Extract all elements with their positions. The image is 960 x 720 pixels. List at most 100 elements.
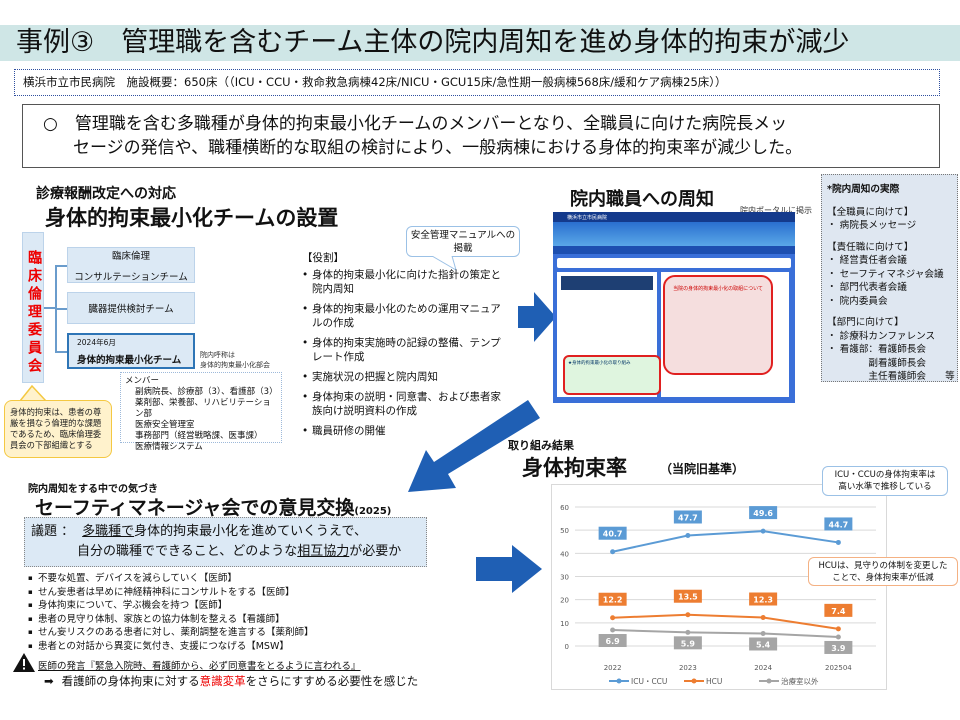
opinions-list: 不要な処置、デバイスを減らしていく【医師】 せん妄患者は早めに神経精神科にコンサ… [28,572,314,654]
conclusion-text: 看護師の身体拘束に対する [61,674,200,688]
warning-text: 医師の発言『緊急入院時、看護師から、必ず同意書をとるように言われる』 [38,661,361,672]
data-point [760,615,766,621]
legend-label: 治療室以外 [781,676,819,686]
team-subtitle: 診療報酬改定への対応 [36,186,176,202]
data-label-bg [598,592,627,606]
data-label: 7.4 [831,607,846,616]
portal-caption: 院内ポータルに掲示 [740,206,812,215]
callout-line: ことで、身体拘束率が低減 [832,573,934,583]
portal-topbar: 横浜市立市民病院 [553,212,795,222]
meeting-year: (2025) [354,506,392,517]
agenda-box: 議題 ：多職種で身体的拘束最小化を進めていくうえで、 自分の職種でできること、ど… [24,517,427,567]
practice-item: ・ 病院長メッセージ [827,220,917,231]
y-tick-label: 10 [560,620,569,628]
opinion-item: せん妄患者は早めに神経精神科にコンサルトをする【医師】 [28,586,314,600]
results-heading: 身体拘束率 [522,456,627,480]
data-label-bg [749,506,778,520]
data-label: 13.5 [678,593,698,602]
practice-item: ・ 看護部：看護師長会 [827,344,926,355]
data-label-bg [673,636,702,650]
member-item: 医療安全管理室 [135,420,195,430]
team-ethics-consultation: 臨床倫理 コンサルテーションチーム [67,247,195,283]
data-point [610,549,616,555]
data-point [685,629,691,635]
data-label-bg [749,592,778,606]
agenda-text: が必要か [349,544,402,559]
data-label: 6.9 [606,637,621,646]
connector [55,265,67,267]
data-label-bg [824,640,853,654]
data-point [685,612,691,618]
opinion-item: 患者の見守り体制、家族との協力体制を整える【看護師】 [28,613,314,627]
portal-banner [553,222,795,246]
connector [55,308,67,310]
data-label: 12.3 [753,596,773,605]
practice-item: ・ 院内委員会 [827,295,888,307]
y-tick-label: 50 [560,527,569,535]
data-label: 5.4 [756,640,771,649]
callout-line: ICU・CCUの身体拘束率は [834,470,936,480]
meeting-title: セーフティマネージャ会での意見交換 [35,497,355,519]
data-point [835,626,841,632]
callout-line: 安全管理マニュアルへの [410,230,516,241]
meeting-heading: セーフティマネージャ会での意見交換(2025) [35,493,391,520]
team-alias: 院内呼称は 身体的拘束最小化部会 [200,350,270,370]
opinion-item: せん妄リスクのある患者に対し、薬剤調整を進言する【薬剤師】 [28,626,314,640]
callout-pointer [20,385,47,402]
conclusion-emphasis: 意識変革 [199,674,246,688]
team-label: コンサルテーションチーム [74,271,188,283]
practice-item: 主任看護師会 等 [827,371,955,382]
ethics-committee-box: 臨床倫理委員会 [22,232,44,383]
opinion-item: 不要な処置、デバイスを減らしていく【医師】 [28,572,314,586]
ethics-note-bubble: 身体的拘束は、患者の尊厳を損なう倫理的な課題であるため、臨床倫理委員会の下部組織… [4,400,112,458]
summary-line-2: セージの発信や、職種横断的な取組の検討により、一般病棟における身体的拘束率が減少… [73,138,803,158]
data-point [835,539,841,545]
team-restraint-minimization: 2024年6月 身体的拘束最小化チーム [67,333,195,369]
y-tick-label: 20 [560,597,569,605]
results-basis: （当院旧基準） [660,462,745,476]
data-label: 3.9 [831,644,846,653]
practice-group-label: 【全職員に向けて】 [827,206,914,218]
opinion-item: 患者との対話から異変に気付き、支援につなげる【MSW】 [28,640,314,654]
y-tick-label: 40 [560,550,569,558]
summary-box: ○ 管理職を含む多職種が身体的拘束最小化チームのメンバーとなり、全職員に向けた病… [22,104,940,168]
agenda-text: 自分の職種でできること、どのような [77,544,298,559]
practice-item: ・ 経営責任者会議 [827,255,907,266]
data-point [760,528,766,534]
x-tick-label: 2024 [754,664,772,672]
arrow-right-icon [476,545,542,593]
manual-callout: 安全管理マニュアルへの 掲載 [406,226,520,257]
data-label: 12.2 [603,596,623,605]
page-title: 事例③ 管理職を含むチーム主体の院内周知を進め身体的拘束が減少 [0,25,960,61]
member-item: 事務部門（経営戦略課、医事課） [135,431,263,441]
member-item: 副病院長、診療部（3）、看護部（3） [135,387,278,397]
x-tick-label: 2022 [604,664,622,672]
callout-line: 高い水準で推移している [838,482,932,492]
data-label-bg [824,603,853,617]
connector [44,307,55,309]
x-tick-label: 2023 [679,664,697,672]
icu-callout: ICU・CCUの身体拘束率は 高い水準で推移している [822,466,948,496]
team-label: 臨床倫理 [111,250,150,262]
arrow-right-icon: ➡ [44,674,54,688]
series-line-2 [612,629,839,638]
data-label: 40.7 [603,530,623,539]
arrow-right-icon [518,292,556,342]
x-tick-label: 202504 [825,664,852,672]
data-label-bg [673,589,702,603]
conclusion: ➡看護師の身体拘束に対する意識変革をさらにすすめる必要性を感じた [44,673,418,689]
arrow-down-left-icon [408,400,540,492]
team-organ-donation: 臓器提供検討チーム [67,292,195,324]
portal-links [557,258,791,268]
legend-marker [616,678,622,684]
data-point [835,634,841,640]
portal-nav [553,246,795,254]
role-item: 職員研修の開催 [302,424,502,438]
hcu-callout: HCUは、見守りの体制を変更した ことで、身体拘束率が低減 [808,557,958,586]
legend-label: HCU [706,677,722,686]
members-box: メンバー 副病院長、診療部（3）、看護部（3） 薬剤部、栄養部、リハビリテーショ… [120,372,282,452]
y-tick-label: 60 [560,504,569,512]
team-label: 身体的拘束最小化チーム [77,354,182,366]
role-item: 身体的拘束実施時の記録の整備、テンプレート作成 [302,336,502,364]
